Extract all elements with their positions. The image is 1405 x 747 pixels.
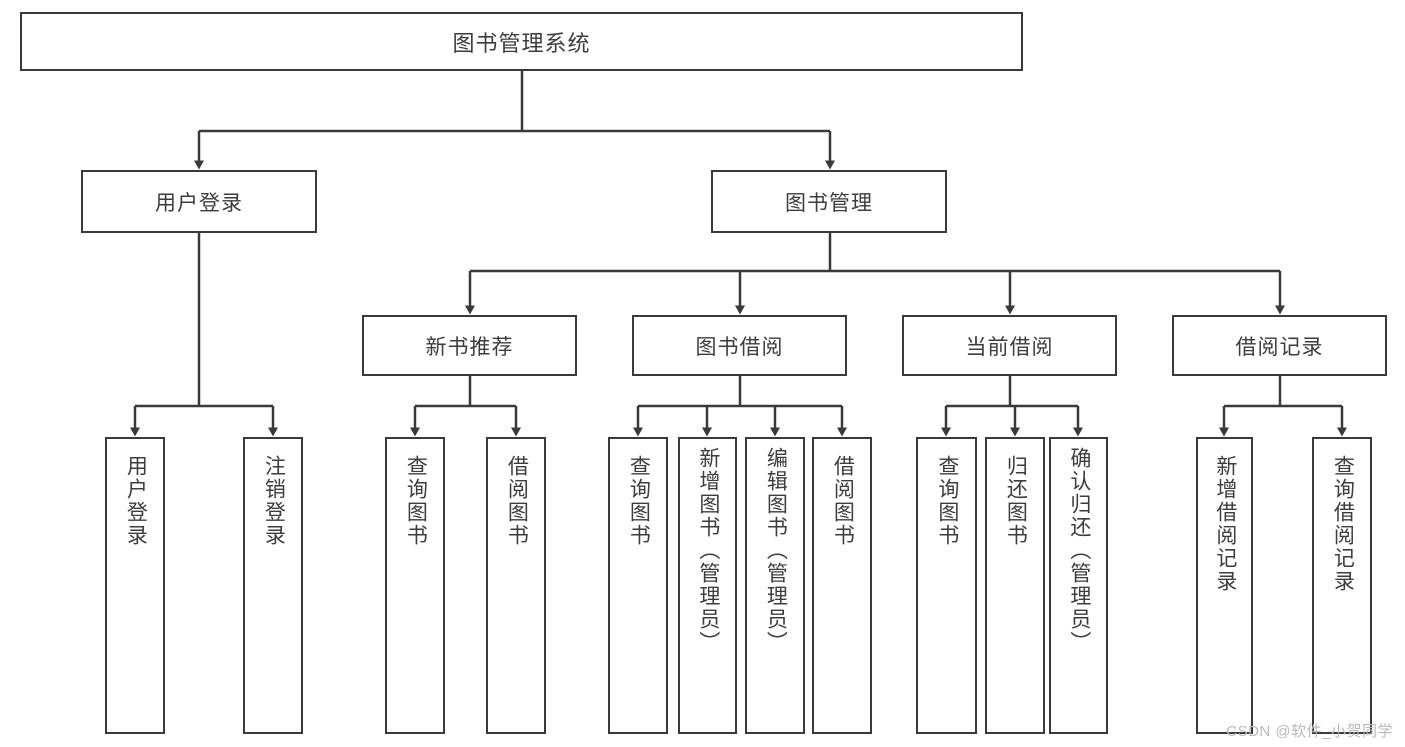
node-user-login[interactable]: 用户登录: [81, 170, 317, 233]
leaf-edit-book-admin[interactable]: 编辑图书（管理员）: [745, 437, 805, 734]
node-book-borrow[interactable]: 图书借阅: [632, 315, 847, 376]
leaf-query-borrow-record[interactable]: 查询借阅记录: [1312, 437, 1372, 734]
leaf-borrow-book[interactable]: 借阅图书: [812, 437, 872, 734]
node-borrow-record[interactable]: 借阅记录: [1172, 315, 1387, 376]
leaf-query-book-new[interactable]: 查询图书: [385, 437, 445, 734]
node-current-borrow[interactable]: 当前借阅: [902, 315, 1117, 376]
leaf-query-book[interactable]: 查询图书: [608, 437, 668, 734]
watermark: CSDN @软件_小贺同学: [1226, 723, 1393, 740]
leaf-user-login[interactable]: 用户登录: [105, 437, 165, 734]
leaf-return-book[interactable]: 归还图书: [985, 437, 1045, 734]
node-root-system[interactable]: 图书管理系统: [20, 12, 1023, 71]
leaf-logout[interactable]: 注销登录: [243, 437, 303, 734]
leaf-query-book-current[interactable]: 查询图书: [916, 437, 977, 734]
node-new-book-recommend[interactable]: 新书推荐: [362, 315, 577, 376]
leaf-borrow-book-new[interactable]: 借阅图书: [486, 437, 546, 734]
node-book-management[interactable]: 图书管理: [711, 170, 947, 233]
leaf-add-borrow-record[interactable]: 新增借阅记录: [1196, 437, 1253, 734]
leaf-add-book-admin[interactable]: 新增图书（管理员）: [678, 437, 737, 734]
leaf-confirm-return-admin[interactable]: 确认归还（管理员）: [1049, 437, 1108, 734]
